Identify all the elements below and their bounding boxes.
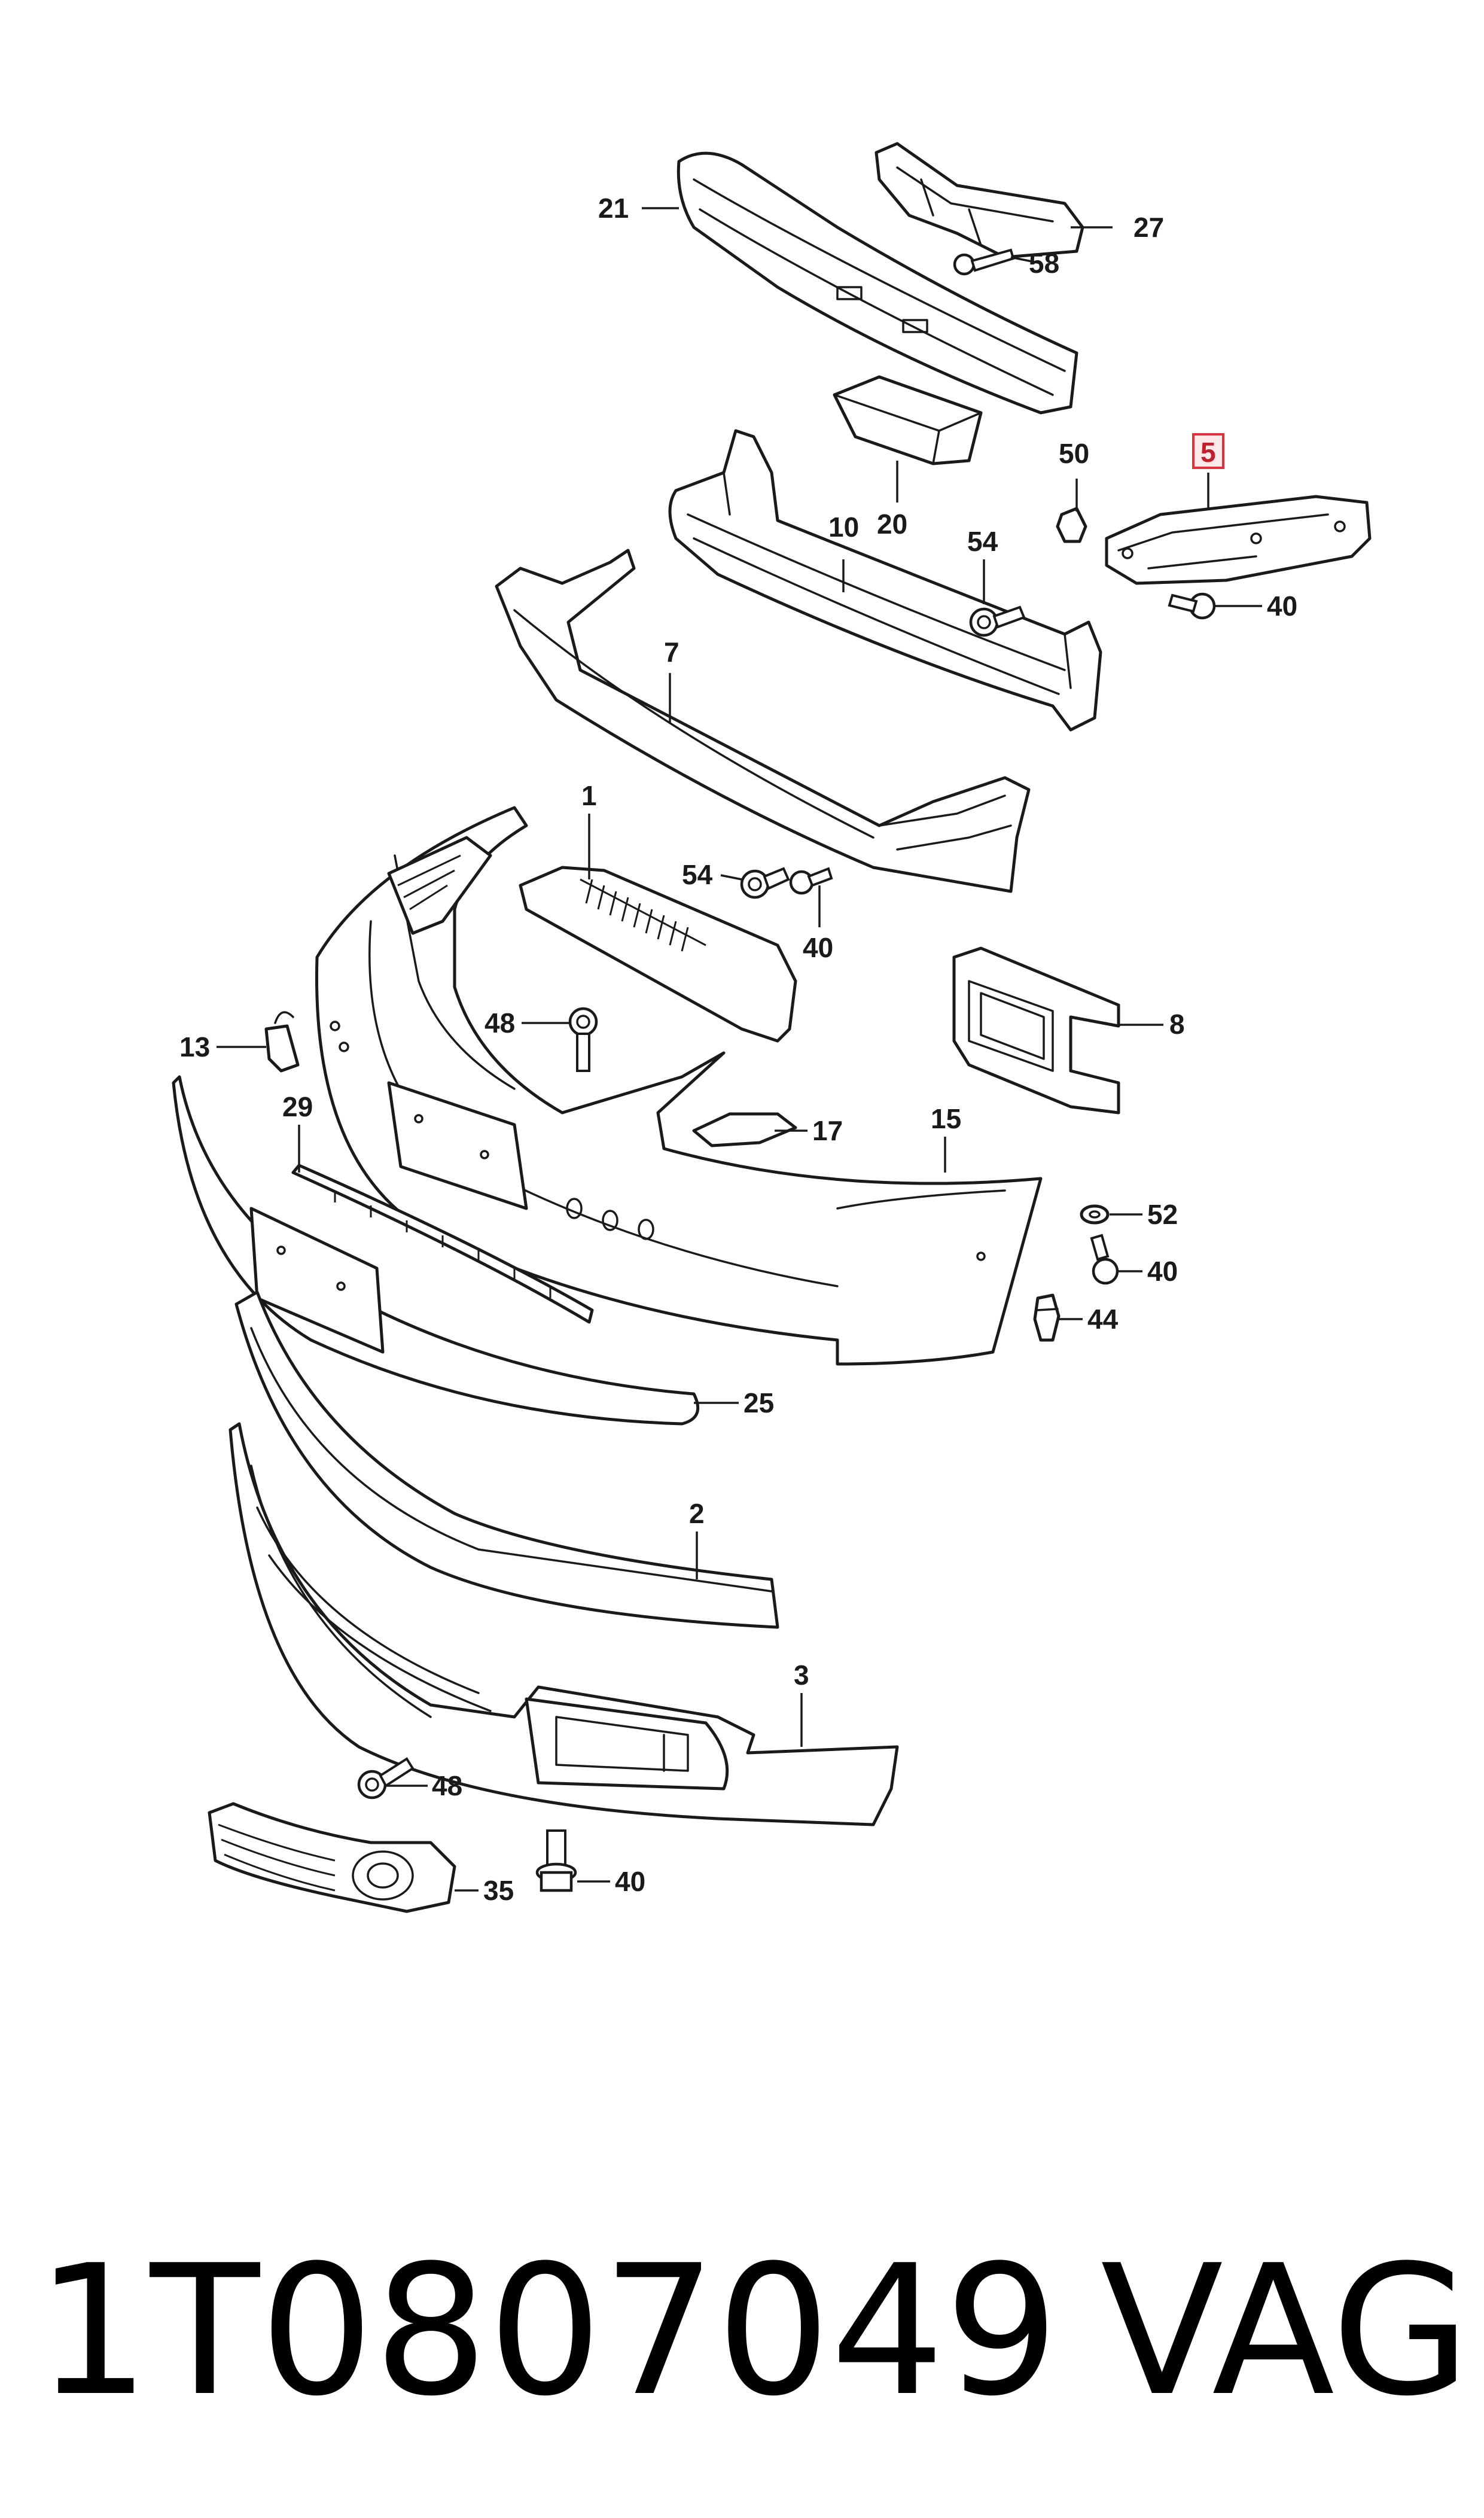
callout-29: 29 [282,1091,313,1122]
part-52-washer [1080,1204,1110,1225]
callout-8: 8 [1169,1009,1185,1040]
callout-2: 2 [689,1498,705,1529]
callout-52: 52 [1147,1199,1178,1230]
leader-lines [217,207,1262,1892]
part-17-cap [692,1112,797,1147]
callout-27: 27 [1133,212,1164,243]
callout-17: 17 [812,1115,843,1146]
part-3-lower-grille [228,1422,899,1826]
callout-3: 3 [794,1660,809,1691]
part-25-trim-strip [172,1075,700,1426]
callout-13: 13 [179,1031,210,1062]
callout-5: 5 [1200,437,1216,468]
part-58-screw [953,248,1015,276]
callout-labels: 21 27 58 20 50 5 10 54 40 7 1 54 40 8 13… [179,193,1297,1906]
callout-21: 21 [598,193,629,224]
callout-35: 35 [483,1875,514,1906]
callout-40: 40 [1267,590,1297,622]
part-2-spoiler-strip [234,1290,779,1629]
brand-label: VAG [1101,2227,1470,2435]
callout-1: 1 [581,780,597,811]
callout-10: 10 [828,511,859,543]
part-21-impact-absorber [677,151,1078,415]
part-54-bolt-middle [740,867,790,899]
part-8-side-bracket [952,946,1120,1115]
part-13-clip [264,1011,300,1073]
part-15-bumper-cover [315,806,1043,1366]
part-27-guide-bracket [874,142,1084,259]
callout-44: 44 [1087,1304,1119,1335]
callout-40-middle: 40 [803,932,833,963]
part-40-bolt-lower [535,1829,577,1892]
part-48-bolt-lower [357,1757,415,1800]
part-40-bolt-middle [789,867,833,895]
part-10-reinforcement-bar [668,429,1102,732]
callout-15: 15 [931,1103,961,1134]
part-35-fog-lamp-grille [208,1802,456,1913]
footer: 1T0807049 VAG [36,2227,1470,2435]
callout-5-highlight [1192,433,1224,469]
part-40-bolt-upper-right [1168,592,1216,620]
callout-48-lower: 48 [432,1770,462,1801]
callout-48: 48 [484,1007,515,1039]
part-20-foam-insert [833,375,983,465]
callout-25: 25 [743,1387,774,1418]
callout-54-middle: 54 [682,859,713,890]
part-40-bolt-right [1090,1234,1119,1285]
part-50-clip-nut [1056,507,1087,543]
callout-40-lower: 40 [615,1866,645,1897]
callout-58: 58 [1029,248,1059,279]
part-48-bolt-upper [568,1007,598,1072]
callout-54: 54 [967,526,998,557]
callout-7: 7 [664,637,679,668]
part-5-mounting-bracket [1105,495,1372,585]
part-44-clip [1033,1293,1061,1342]
callout-40-right: 40 [1147,1256,1178,1287]
part-54-bolt-upper [969,605,1026,637]
part-1-grille-insert [519,866,797,1043]
callout-20: 20 [877,509,907,540]
part-29-guide-strip [291,1164,594,1324]
part-number: 1T0807049 [36,2227,1059,2435]
part-7-bumper-carrier [495,549,1031,893]
callout-50: 50 [1059,438,1089,469]
